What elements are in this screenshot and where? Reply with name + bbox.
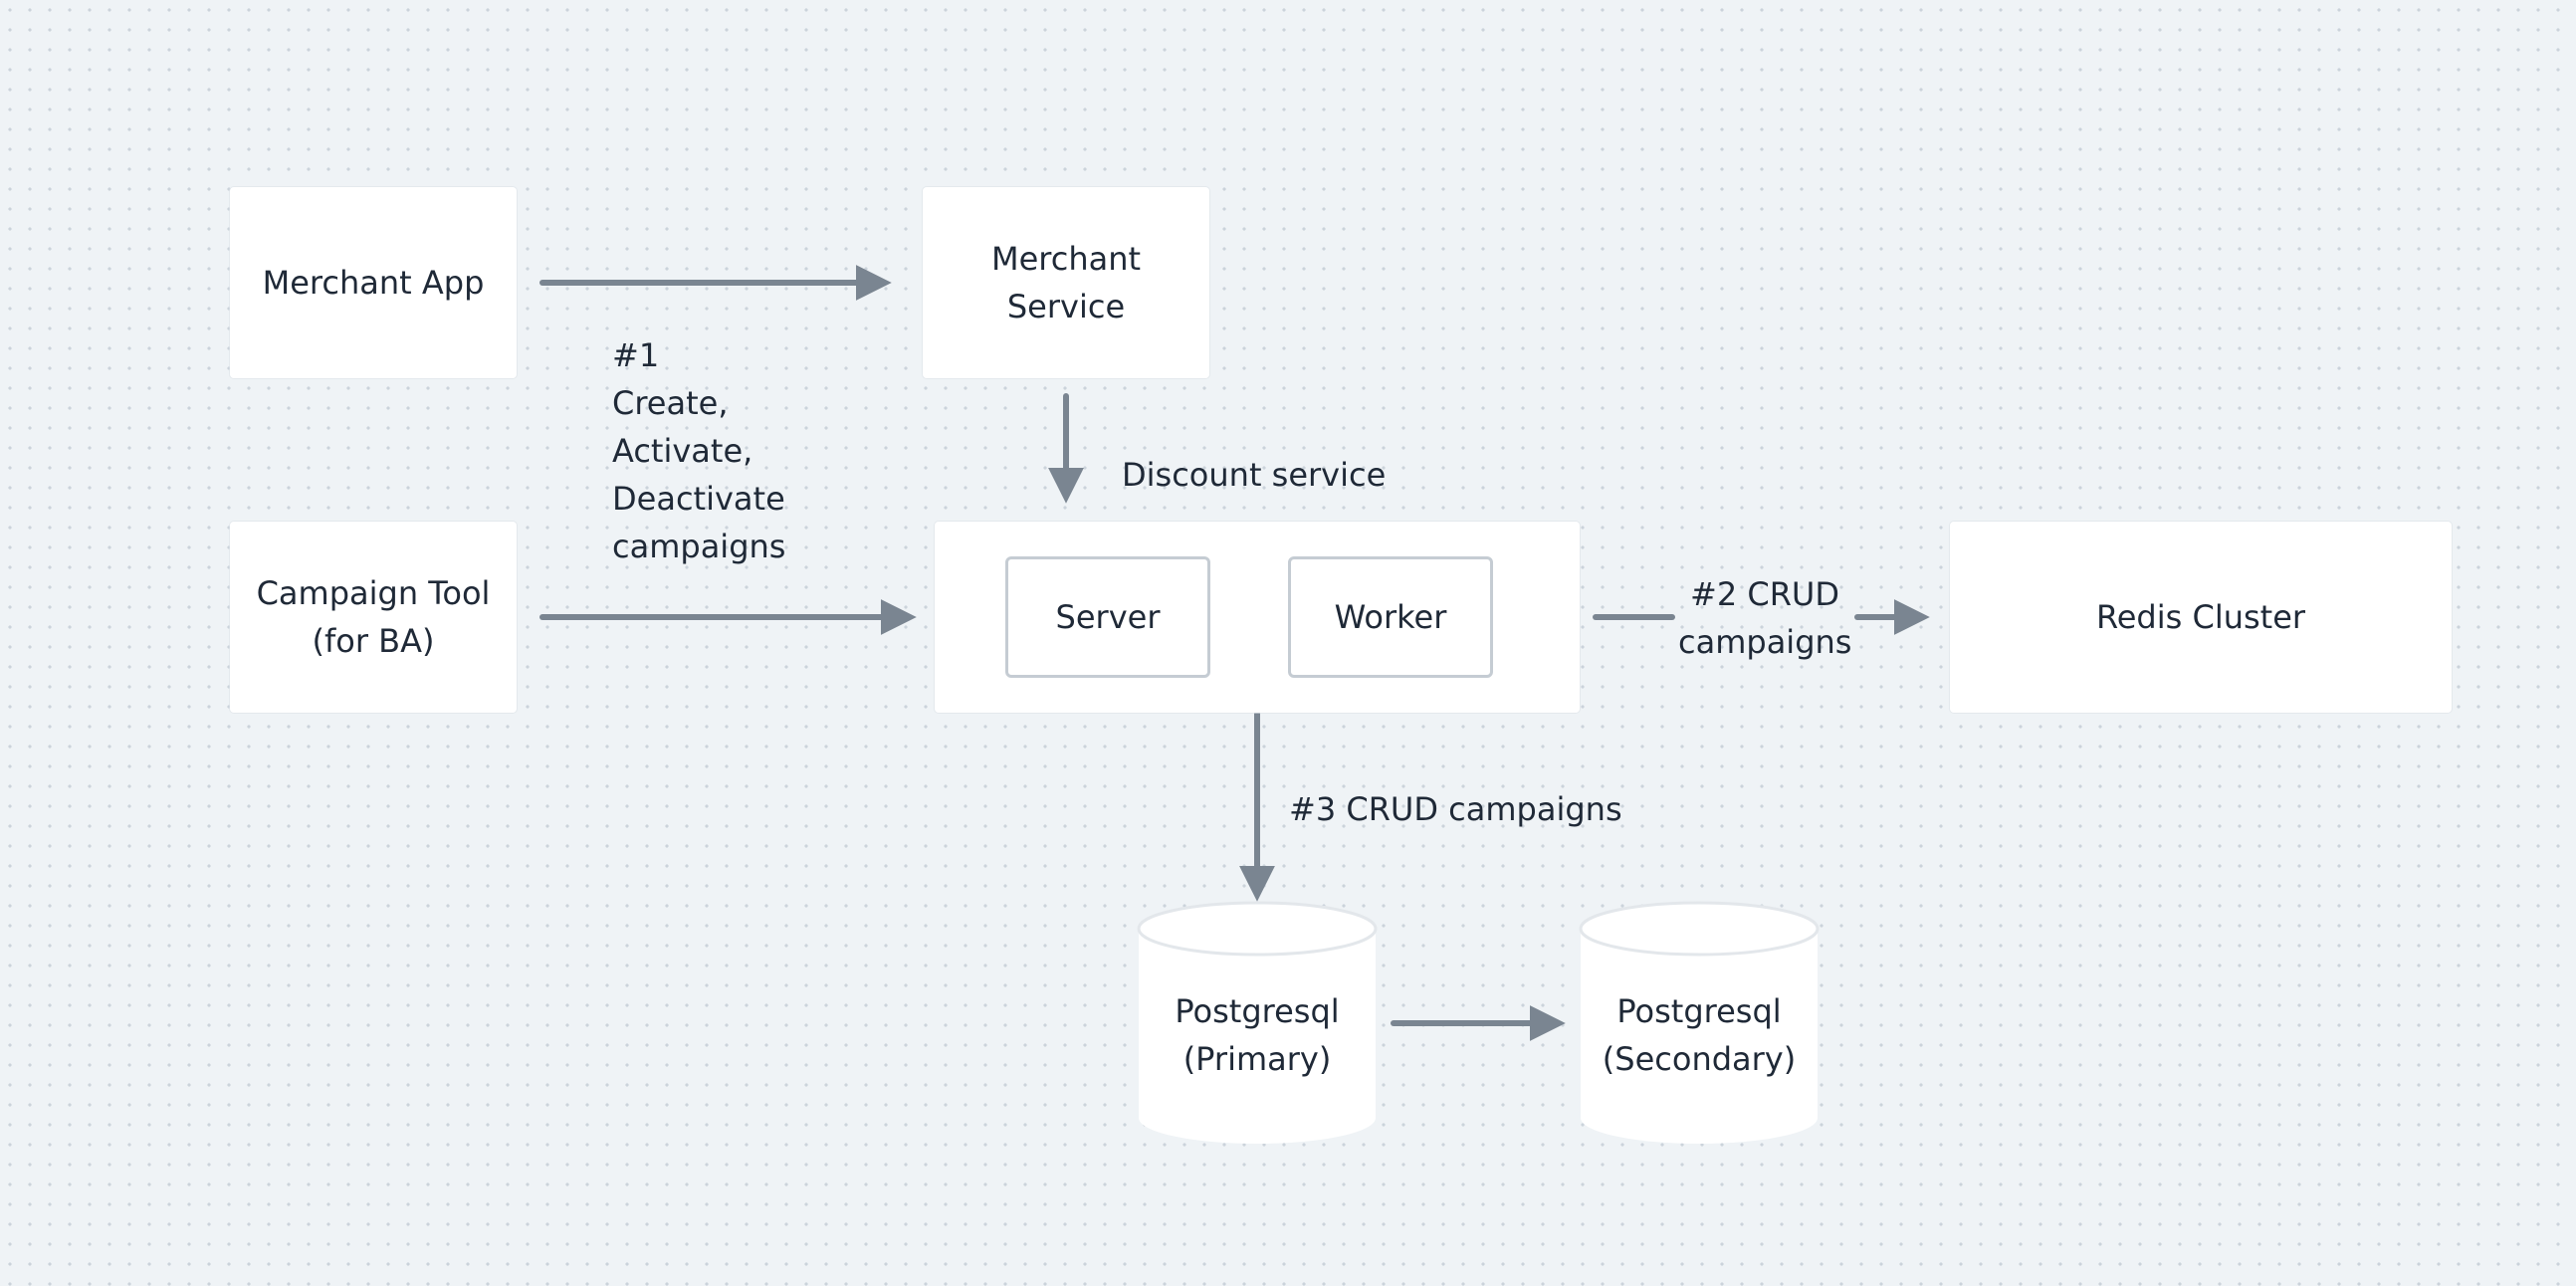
edge-label-step-1: #1 Create, Activate, Deactivate campaign… — [612, 336, 786, 565]
merchant-service-node[interactable]: Merchant Service — [923, 187, 1209, 378]
campaign-tool-label: Campaign Tool (for BA) — [256, 574, 491, 660]
merchant-service-label: Merchant Service — [990, 240, 1142, 325]
server-node[interactable]: Server — [1005, 556, 1210, 678]
worker-node[interactable]: Worker — [1288, 556, 1493, 678]
merchant-app-node[interactable]: Merchant App — [230, 187, 517, 378]
postgres-primary-cylinder — [1137, 901, 1378, 1144]
server-label: Server — [1055, 598, 1161, 636]
edge-label-step-2: #2 CRUD campaigns — [1678, 575, 1852, 661]
postgres-secondary-cylinder — [1579, 901, 1820, 1144]
postgres-primary-label: Postgresql (Primary) — [1175, 992, 1340, 1078]
worker-label: Worker — [1334, 598, 1447, 636]
redis-cluster-label: Redis Cluster — [2095, 598, 2306, 636]
campaign-tool-node[interactable]: Campaign Tool (for BA) — [230, 522, 517, 713]
edge-label-step-3: #3 CRUD campaigns — [1289, 790, 1622, 828]
redis-cluster-node[interactable]: Redis Cluster — [1950, 522, 2452, 713]
discount-service-title: Discount service — [1122, 456, 1387, 494]
postgres-secondary-label: Postgresql (Secondary) — [1602, 992, 1797, 1078]
merchant-app-label: Merchant App — [262, 264, 485, 302]
